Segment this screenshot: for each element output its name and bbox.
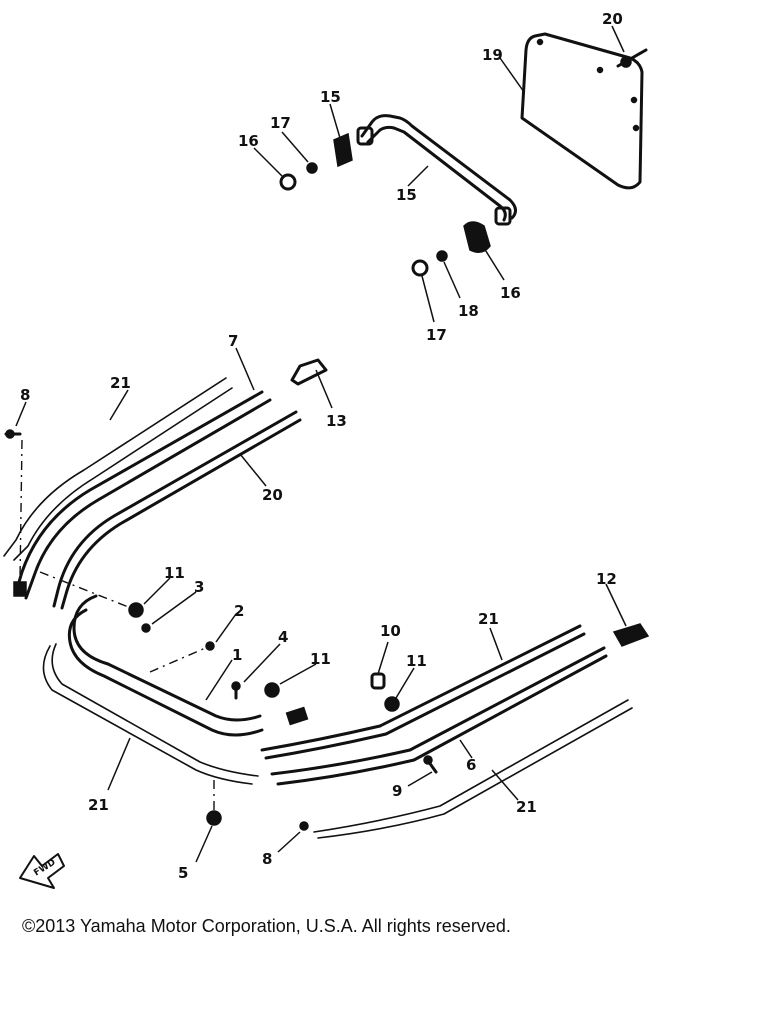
part-21-strip-left-upper xyxy=(3,377,233,561)
callout-15-upper: 15 xyxy=(320,88,341,106)
part-6-rail-right xyxy=(270,646,608,786)
part-20-rail-right xyxy=(260,624,586,760)
part-5-nut xyxy=(206,810,222,826)
callout-11-right: 11 xyxy=(406,652,427,670)
part-20-rail-left xyxy=(52,410,302,610)
callout-21-upper: 21 xyxy=(110,374,131,392)
part-19-bolt xyxy=(616,48,648,68)
callout-17-upper: 17 xyxy=(270,114,291,132)
part-9-bolt xyxy=(423,755,438,774)
parts-16-17-lower xyxy=(411,250,448,277)
part-8-screw-lower xyxy=(299,821,309,831)
part-7-rail-left xyxy=(13,390,272,600)
part-11-nut-center xyxy=(264,682,280,698)
part-12-end-cap xyxy=(612,623,650,647)
centerline-8 xyxy=(19,439,23,581)
callout-19: 20 xyxy=(602,10,623,28)
callout-16-upper: 16 xyxy=(238,132,259,150)
part-21-strip-left-lower xyxy=(42,643,259,785)
callout-11-center: 11 xyxy=(310,650,331,668)
callout-12: 12 xyxy=(596,570,617,588)
centerline-2 xyxy=(149,645,211,673)
part-21-strip-right xyxy=(313,699,633,839)
part-2-grommet xyxy=(205,641,215,651)
callout-11-left: 11 xyxy=(164,564,185,582)
part-14-handle xyxy=(356,114,517,226)
part-1-bumper xyxy=(67,594,264,737)
parts-diagram: 20 19 15 17 16 15 16 18 17 7 21 8 13 20 … xyxy=(3,10,650,889)
part-10-clip xyxy=(370,672,386,690)
part-11-nut-left xyxy=(128,602,144,618)
part-11-nut-right xyxy=(384,696,400,712)
callout-13: 13 xyxy=(326,412,347,430)
fwd-arrow-icon: FWD xyxy=(19,853,65,889)
callout-8-upper: 8 xyxy=(20,386,30,404)
callout-6: 6 xyxy=(466,756,476,774)
copyright-notice: ©2013 Yamaha Motor Corporation, U.S.A. A… xyxy=(22,916,511,936)
centerline-11 xyxy=(39,571,137,611)
callout-10: 10 xyxy=(380,622,401,640)
callout-2: 2 xyxy=(234,602,244,620)
part-3-screw xyxy=(141,623,151,633)
leader-lines xyxy=(15,25,627,863)
callout-1: 1 xyxy=(232,646,242,664)
part-8-screw-upper xyxy=(4,429,22,439)
part-15-cap-upper xyxy=(333,132,353,168)
part-4-bolt xyxy=(231,681,241,700)
fwd-label: FWD xyxy=(32,858,57,879)
callout-3: 3 xyxy=(194,578,204,596)
part-13-bracket xyxy=(290,358,328,386)
part-15-cap-lower xyxy=(463,221,491,253)
callout-7: 7 xyxy=(228,332,238,350)
callout-21-lower-right: 21 xyxy=(516,798,537,816)
parts-16-17-upper xyxy=(279,162,318,191)
callout-8-lower: 8 xyxy=(262,850,272,868)
callout-14: 15 xyxy=(396,186,417,204)
callout-5: 5 xyxy=(178,864,188,882)
callout-20-right: 21 xyxy=(478,610,499,628)
part-18-panel xyxy=(520,32,644,190)
callout-15-lower: 16 xyxy=(500,284,521,302)
callout-18: 19 xyxy=(482,46,503,64)
callout-9: 9 xyxy=(392,782,402,800)
callout-20-left: 20 xyxy=(262,486,283,504)
callout-21-lower-left: 21 xyxy=(88,796,109,814)
callout-4: 4 xyxy=(278,628,288,646)
callout-17-lower: 18 xyxy=(458,302,479,320)
callout-16-lower: 17 xyxy=(426,326,447,344)
